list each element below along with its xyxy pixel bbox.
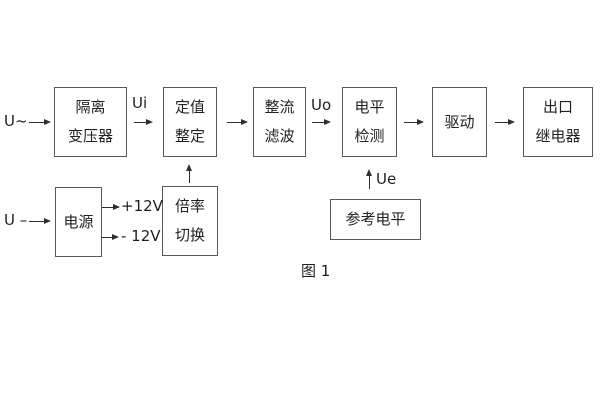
block-setting-adjustment: 定值 整定 xyxy=(163,87,217,157)
arrow-ac-input-icon xyxy=(29,118,51,127)
block-rectifier-filter: 整流 滤波 xyxy=(253,87,306,157)
block-driver: 驱动 xyxy=(432,87,487,157)
block-label: 滤波 xyxy=(264,126,295,145)
block-label: 变压器 xyxy=(67,126,113,145)
block-power-supply: 电源 xyxy=(55,187,102,257)
block-label: 整流 xyxy=(264,98,295,117)
block-label: 电源 xyxy=(63,212,94,231)
block-reference-level: 参考电平 xyxy=(330,199,421,240)
block-label: 定值 xyxy=(174,98,205,117)
block-label: 参考电平 xyxy=(345,210,406,228)
block-label: 隔离 xyxy=(75,98,106,117)
arrow-rail-pos-icon xyxy=(102,203,120,212)
label-rail-neg: - 12V xyxy=(121,227,161,245)
block-label: 倍率 xyxy=(174,197,205,216)
label-rail-pos: +12V xyxy=(121,197,163,215)
label-ui: Ui xyxy=(132,94,148,112)
figure-caption: 图 1 xyxy=(301,262,331,280)
block-label: 切换 xyxy=(174,225,205,244)
arrow-rail-neg-icon xyxy=(102,233,119,242)
arrow-uo-icon xyxy=(312,118,331,127)
block-label: 检测 xyxy=(354,126,385,145)
block-ratio-switch: 倍率 切换 xyxy=(162,186,218,256)
block-label: 出口 xyxy=(542,98,573,117)
block-output-relay: 出口 继电器 xyxy=(523,87,593,157)
block-level-detection: 电平 检测 xyxy=(342,87,397,157)
arrow-dc-input-icon xyxy=(29,217,51,226)
arrow-ui-icon xyxy=(134,118,153,127)
arrow-drive-to-relay-icon xyxy=(495,118,515,127)
arrow-ue-icon xyxy=(365,169,374,189)
label-input-ac: U~ xyxy=(4,112,28,130)
arrow-ratio-to-setting-icon xyxy=(185,164,194,183)
block-label: 整定 xyxy=(174,126,205,145)
label-input-dc: U – xyxy=(4,211,28,229)
block-label: 电平 xyxy=(354,98,385,117)
block-label: 驱动 xyxy=(444,112,475,131)
block-label: 继电器 xyxy=(535,126,581,145)
label-ue: Ue xyxy=(376,170,397,188)
block-isolation-transformer: 隔离 变压器 xyxy=(54,87,127,157)
arrow-setting-to-rect-icon xyxy=(227,118,248,127)
arrow-level-to-drive-icon xyxy=(404,118,424,127)
label-uo: Uo xyxy=(311,96,332,114)
